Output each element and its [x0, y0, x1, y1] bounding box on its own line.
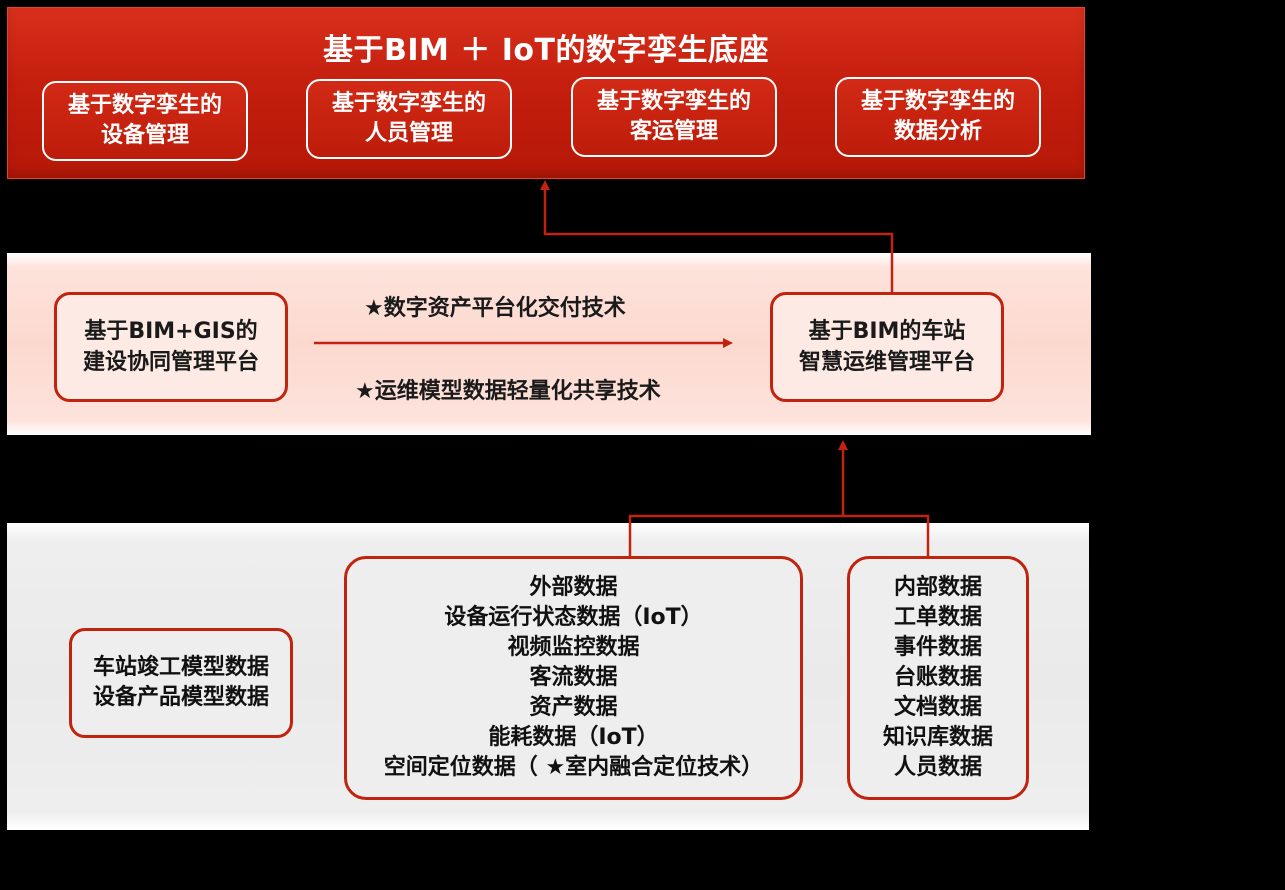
platform-line: 智慧运维管理平台 — [798, 350, 975, 375]
platform-line: 建设协同管理平台 — [82, 350, 259, 375]
personnel-management-card: 基于数字孪生的 人员管理 — [306, 79, 512, 159]
card-line: 数据分析 — [893, 119, 982, 144]
external-data-item: 视频监控数据 — [507, 635, 640, 660]
passenger-management-card: 基于数字孪生的 客运管理 — [571, 77, 777, 157]
card-line: 客运管理 — [629, 119, 718, 144]
card-line: 基于数字孪生的 — [67, 93, 222, 118]
operation-platform-box: 基于BIM的车站 智慧运维管理平台 — [770, 292, 1004, 402]
card-line: 人员管理 — [364, 121, 453, 146]
base-title: 基于BIM ＋ IoT的数字孪生底座 — [322, 33, 769, 68]
data-merge-bracket — [628, 514, 930, 556]
upward-arrow-to-base — [540, 180, 894, 292]
external-data-item: 客流数据 — [529, 665, 618, 690]
platform-line: 基于BIM+GIS的 — [84, 319, 258, 344]
external-data-item: 设备运行状态数据（IoT） — [444, 605, 703, 630]
model-data-line: 车站竣工模型数据 — [92, 655, 269, 680]
platform-line: 基于BIM的车站 — [808, 319, 966, 344]
external-data-heading: 外部数据 — [529, 575, 618, 600]
internal-data-item: 文档数据 — [893, 695, 982, 720]
model-data-box: 车站竣工模型数据 设备产品模型数据 — [69, 628, 293, 738]
external-data-box: 外部数据 设备运行状态数据（IoT） 视频监控数据 客流数据 资产数据 能耗数据… — [344, 556, 803, 800]
internal-data-item: 台账数据 — [893, 665, 982, 690]
card-line: 设备管理 — [100, 123, 189, 148]
model-sharing-tech-label: ★运维模型数据轻量化共享技术 — [355, 379, 661, 404]
external-data-item: 能耗数据（IoT） — [488, 725, 659, 750]
internal-data-item: 知识库数据 — [882, 725, 993, 750]
card-line: 基于数字孪生的 — [860, 89, 1015, 114]
card-line: 基于数字孪生的 — [331, 91, 486, 116]
internal-data-item: 工单数据 — [893, 605, 982, 630]
internal-data-heading: 内部数据 — [893, 575, 982, 600]
external-data-item: 资产数据 — [529, 695, 618, 720]
internal-data-item: 人员数据 — [893, 755, 982, 780]
external-data-item: 空间定位数据（ ★室内融合定位技术） — [383, 755, 764, 780]
data-analysis-card: 基于数字孪生的 数据分析 — [835, 77, 1041, 157]
model-data-line: 设备产品模型数据 — [92, 685, 269, 710]
internal-data-item: 事件数据 — [893, 635, 982, 660]
internal-data-box: 内部数据 工单数据 事件数据 台账数据 文档数据 知识库数据 人员数据 — [847, 556, 1029, 800]
asset-delivery-tech-label: ★数字资产平台化交付技术 — [364, 296, 626, 321]
construction-platform-box: 基于BIM+GIS的 建设协同管理平台 — [54, 292, 288, 402]
card-line: 基于数字孪生的 — [596, 89, 751, 114]
equipment-management-card: 基于数字孪生的 设备管理 — [42, 81, 248, 161]
